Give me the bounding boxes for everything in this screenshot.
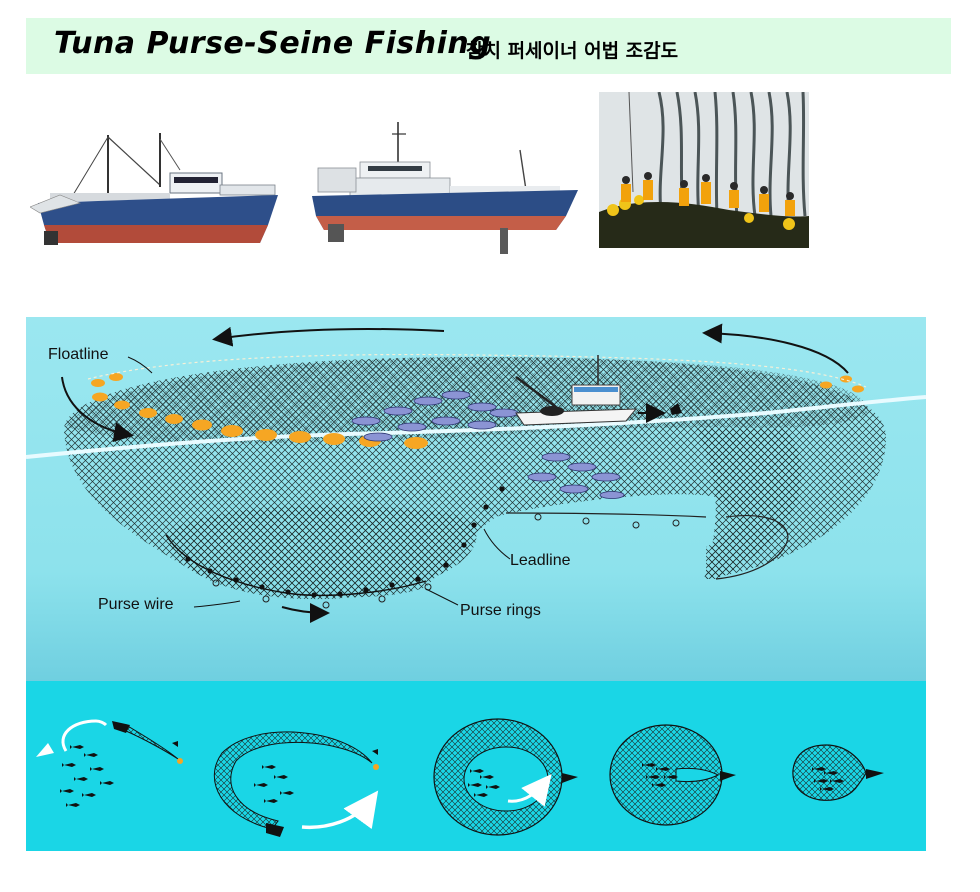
vessel-photo-1 <box>30 133 278 245</box>
label-purse-rings: Purse rings <box>460 602 541 619</box>
step-5-hauling <box>792 744 884 801</box>
label-floatline: Floatline <box>48 346 109 363</box>
purse-seine-diagram: Floatline Leadline Purse wire Purse ring… <box>26 317 926 681</box>
setting-sequence-diagram <box>26 681 926 851</box>
step-4-pursing <box>609 724 736 826</box>
page-title: Tuna Purse-Seine Fishing <box>54 26 492 61</box>
label-leadline: Leadline <box>510 552 571 569</box>
step-1-start-setting <box>36 719 183 807</box>
net-hauling-photo <box>599 92 809 248</box>
tuna-school <box>351 390 625 499</box>
step-3-closing <box>433 718 578 836</box>
step-2-encircling <box>213 731 379 837</box>
title-bar: Tuna Purse-Seine Fishing 참치 퍼세이너 어법 조감도 <box>26 18 951 74</box>
floatline-buoys <box>91 373 864 449</box>
purse-seiner-vessel <box>515 355 638 426</box>
label-purse-wire: Purse wire <box>98 596 174 613</box>
water-surface <box>26 395 926 459</box>
vessel-photo-2 <box>312 122 578 254</box>
page-subtitle-korean: 참치 퍼세이너 어법 조감도 <box>466 40 679 62</box>
purse-bag <box>165 486 789 609</box>
